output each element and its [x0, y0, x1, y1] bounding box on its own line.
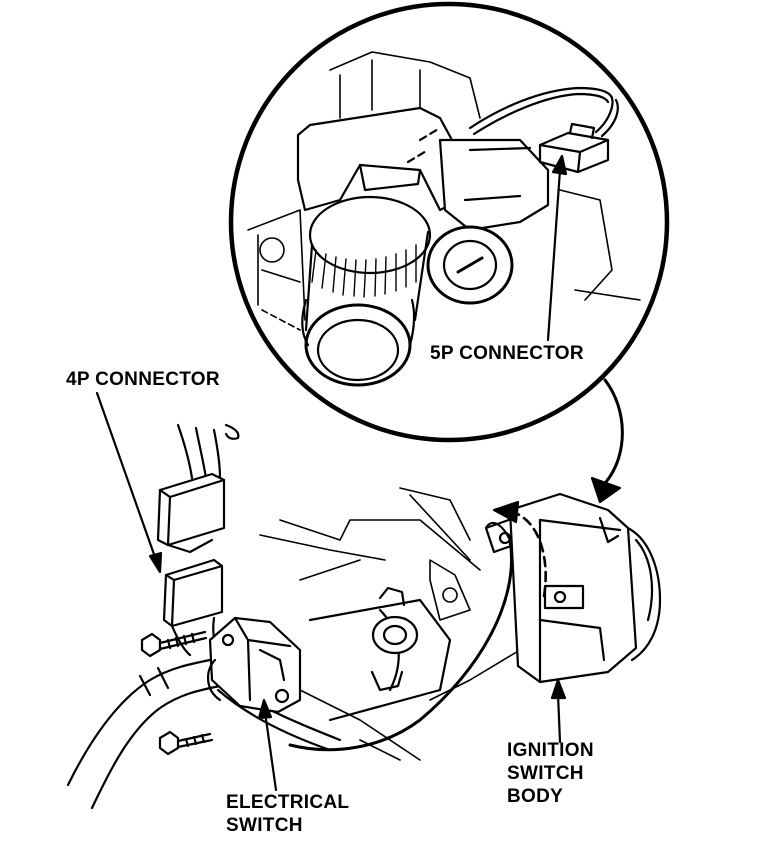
detail-reference-arrow [590, 378, 624, 504]
label-ignition-switch-body-line3: BODY [507, 786, 564, 807]
label-ignition-switch-body-line2: SWITCH [507, 763, 584, 784]
label-electrical-switch-line1: ELECTRICAL [226, 792, 350, 813]
electrical-switch-part [207, 616, 302, 714]
steering-column-shaft [308, 586, 452, 722]
ignition-switch-body-part [288, 492, 662, 752]
label-electrical-switch-line2: SWITCH [226, 815, 303, 836]
label-electrical-switch: ELECTRICAL SWITCH [226, 791, 349, 837]
label-5p-connector: 5P CONNECTOR [430, 343, 584, 364]
detail-background-structure [247, 51, 641, 331]
5p-connector-leader [546, 154, 568, 342]
detail-view-circle [228, 1, 670, 443]
label-4p-connector: 4P CONNECTOR [66, 369, 220, 390]
steering-lock-housing-detail [296, 106, 550, 232]
4p-connector-leader [95, 391, 163, 574]
steering-column-background [259, 487, 521, 761]
ignition-switch-body-leader [550, 678, 567, 744]
cylinder-knob-detail [301, 195, 432, 387]
key-cylinder-detail [426, 225, 514, 305]
label-ignition-switch-body-line1: IGNITION [507, 740, 594, 761]
4p-connector [156, 423, 240, 657]
electrical-switch-leader [257, 698, 278, 792]
label-ignition-switch-body: IGNITION SWITCH BODY [507, 739, 594, 808]
mounting-screws [140, 630, 214, 756]
5p-connector-detail [468, 86, 619, 174]
